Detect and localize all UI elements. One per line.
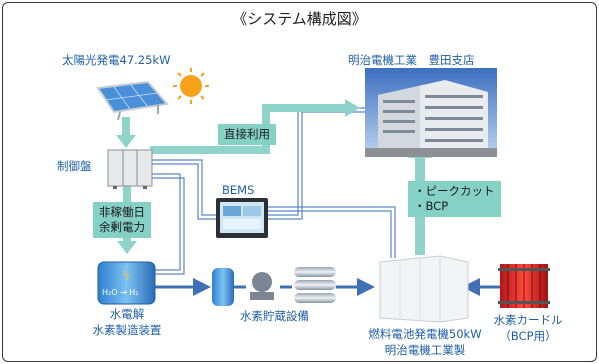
solar-label: 太陽光発電47.25kW — [62, 53, 171, 67]
sun-icon — [173, 68, 209, 104]
curdle-label-line2: （BCP用） — [499, 329, 557, 343]
direct-use-box: 直接利用 — [218, 124, 276, 145]
non-working-day-box: 非稼働日 余剰電力 — [93, 202, 151, 238]
peak-cut-line2: ・BCP — [414, 199, 449, 213]
hydrogen-curdle-icon — [498, 264, 550, 308]
fuel-cell-label-line1: 燃料電池発電機50kW — [368, 327, 482, 341]
curdle-label-line1: 水素カードル — [493, 313, 563, 327]
electrolyzer-formula: H₂O → H₂ — [102, 288, 139, 297]
electrolyzer-label: 水電解 水素製造装置 — [72, 306, 182, 338]
storage-label: 水素貯蔵設備 — [240, 309, 309, 323]
peak-cut-line1: ・ピークカット — [414, 184, 495, 198]
bems-monitor-icon — [216, 198, 268, 238]
control-panel-label: 制御盤 — [57, 159, 92, 173]
fuel-cell-label: 燃料電池発電機50kW 明治電機工業製 — [360, 326, 490, 358]
control-panel-icon — [107, 149, 153, 189]
non-working-day-line1: 非稼働日 — [99, 205, 145, 219]
building-photo — [365, 68, 497, 157]
svg-text:ϟ: ϟ — [122, 269, 131, 284]
fuel-cell-unit-icon — [379, 255, 469, 323]
non-working-day-line2: 余剰電力 — [99, 220, 145, 234]
fuel-cell-label-line2: 明治電機工業製 — [384, 343, 466, 357]
bems-label: BEMS — [222, 183, 255, 197]
diagram-title: 《システム構成図》 — [232, 10, 367, 28]
curdle-label: 水素カードル （BCP用） — [482, 312, 574, 344]
hydrogen-storage-icon — [212, 267, 336, 306]
electrolyzer-label-line1: 水電解 — [109, 307, 145, 321]
solar-panel-icon — [96, 80, 169, 121]
electrolyzer-label-line2: 水素製造装置 — [92, 323, 162, 337]
company-label: 明治電機工業 豊田支店 — [348, 53, 475, 67]
electrolyzer-tank-icon: ϟ — [97, 261, 156, 305]
peak-cut-box: ・ピークカット ・BCP — [408, 181, 501, 217]
